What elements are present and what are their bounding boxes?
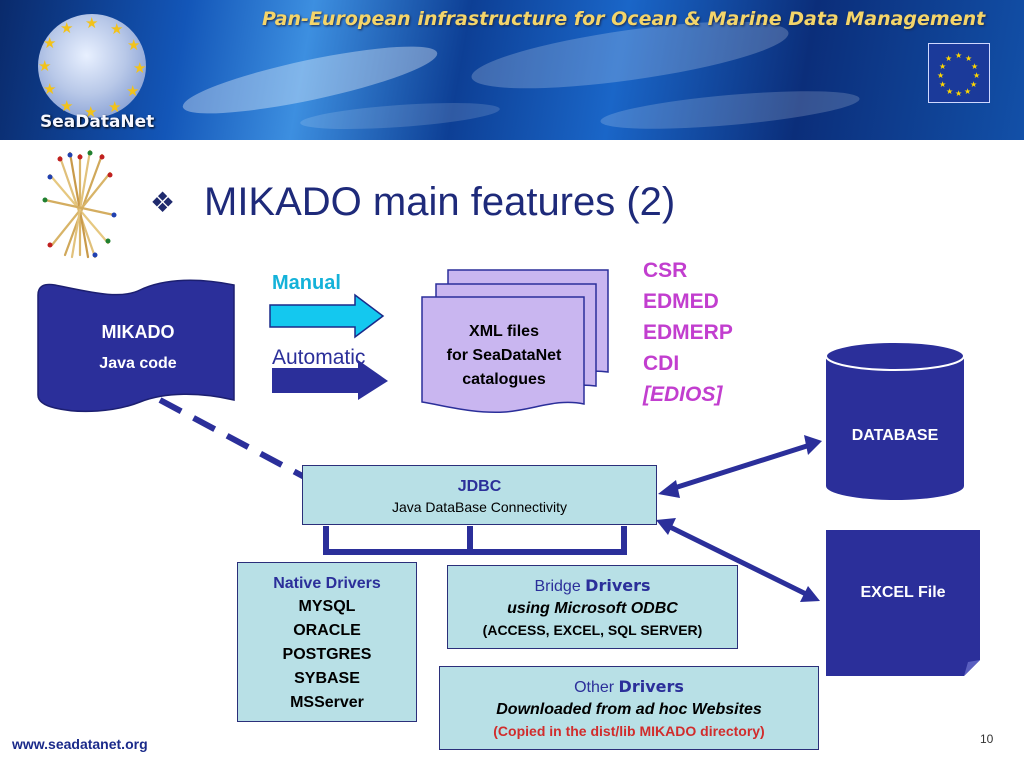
database-cylinder-top bbox=[825, 341, 965, 371]
catalogue-item: [EDIOS] bbox=[643, 383, 723, 406]
catalogue-item: CDI bbox=[643, 352, 680, 375]
mikado-title: MIKADO bbox=[101, 322, 175, 342]
footer-url-link[interactable]: www.seadatanet.org bbox=[12, 736, 148, 752]
driver-item: MSServer bbox=[290, 694, 364, 711]
mikado-document-shape bbox=[37, 279, 235, 413]
mikado-subtitle: Java code bbox=[99, 355, 177, 372]
jdbc-title: JDBC bbox=[457, 478, 502, 495]
catalogue-item: CSR bbox=[643, 259, 688, 282]
driver-item: SYBASE bbox=[294, 670, 360, 687]
excel-file-label: EXCEL File bbox=[860, 584, 946, 601]
bridge-drivers-title: Bridge Drivers bbox=[534, 576, 651, 595]
catalogue-list: CSR EDMED EDMERP CDI [EDIOS] bbox=[643, 255, 733, 410]
excel-document-shape bbox=[826, 530, 980, 676]
driver-item: ORACLE bbox=[293, 622, 361, 639]
driver-item: POSTGRES bbox=[282, 646, 372, 663]
seadatanet-logo: ★ ★ ★ ★ ★ ★ ★ ★ ★ ★ ★ ★ bbox=[38, 14, 147, 121]
bridge-drivers-list: (ACCESS, EXCEL, SQL SERVER) bbox=[482, 622, 703, 638]
automatic-arrow bbox=[272, 360, 388, 400]
database-label: DATABASE bbox=[851, 427, 939, 444]
slide-title: MIKADO main features (2) bbox=[204, 180, 676, 224]
other-drivers-box: Other Drivers Downloaded from ad hoc Web… bbox=[439, 666, 819, 750]
dashed-connector bbox=[158, 397, 312, 483]
jdbc-box bbox=[302, 465, 657, 525]
automatic-label: Automatic bbox=[272, 346, 366, 369]
xml-doc-front bbox=[421, 296, 585, 414]
manual-label: Manual bbox=[272, 272, 341, 294]
page-number: 10 bbox=[980, 732, 994, 746]
eu-flag-icon: ★ ★ ★ ★ ★ ★ ★ ★ ★ ★ ★ ★ bbox=[928, 43, 990, 103]
manual-arrow bbox=[269, 293, 385, 339]
mikado-sticks-image bbox=[42, 149, 117, 259]
jdbc-subtitle: Java DataBase Connectivity bbox=[391, 499, 568, 515]
bridge-drivers-detail: using Microsoft ODBC bbox=[507, 600, 678, 617]
native-drivers-box: Native Drivers MYSQL ORACLE POSTGRES SYB… bbox=[237, 562, 417, 722]
other-drivers-detail: Downloaded from ad hoc Websites bbox=[496, 701, 762, 718]
jdbc-database-connector bbox=[667, 442, 811, 493]
other-drivers-title: Other Drivers bbox=[574, 677, 684, 696]
other-drivers-note: (Copied in the dist/lib MIKADO directory… bbox=[493, 723, 765, 739]
banner-title: Pan-European infrastructure for Ocean & … bbox=[262, 8, 986, 30]
header-banner bbox=[0, 0, 1024, 140]
title-bullet-icon: ❖ bbox=[150, 187, 176, 218]
logo-text: SeaDataNet bbox=[40, 112, 155, 132]
driver-item: MYSQL bbox=[298, 598, 356, 615]
jdbc-excel-connector bbox=[666, 523, 810, 598]
database-cylinder-body bbox=[826, 356, 964, 500]
catalogue-item: EDMERP bbox=[643, 321, 733, 344]
native-drivers-title: Native Drivers bbox=[273, 575, 381, 592]
catalogue-item: EDMED bbox=[643, 290, 719, 313]
jdbc-driver-bracket bbox=[323, 526, 627, 555]
xml-files-label: XML files for SeaDataNet catalogues bbox=[446, 323, 562, 388]
bridge-drivers-box: Bridge Drivers using Microsoft ODBC (ACC… bbox=[447, 565, 738, 649]
